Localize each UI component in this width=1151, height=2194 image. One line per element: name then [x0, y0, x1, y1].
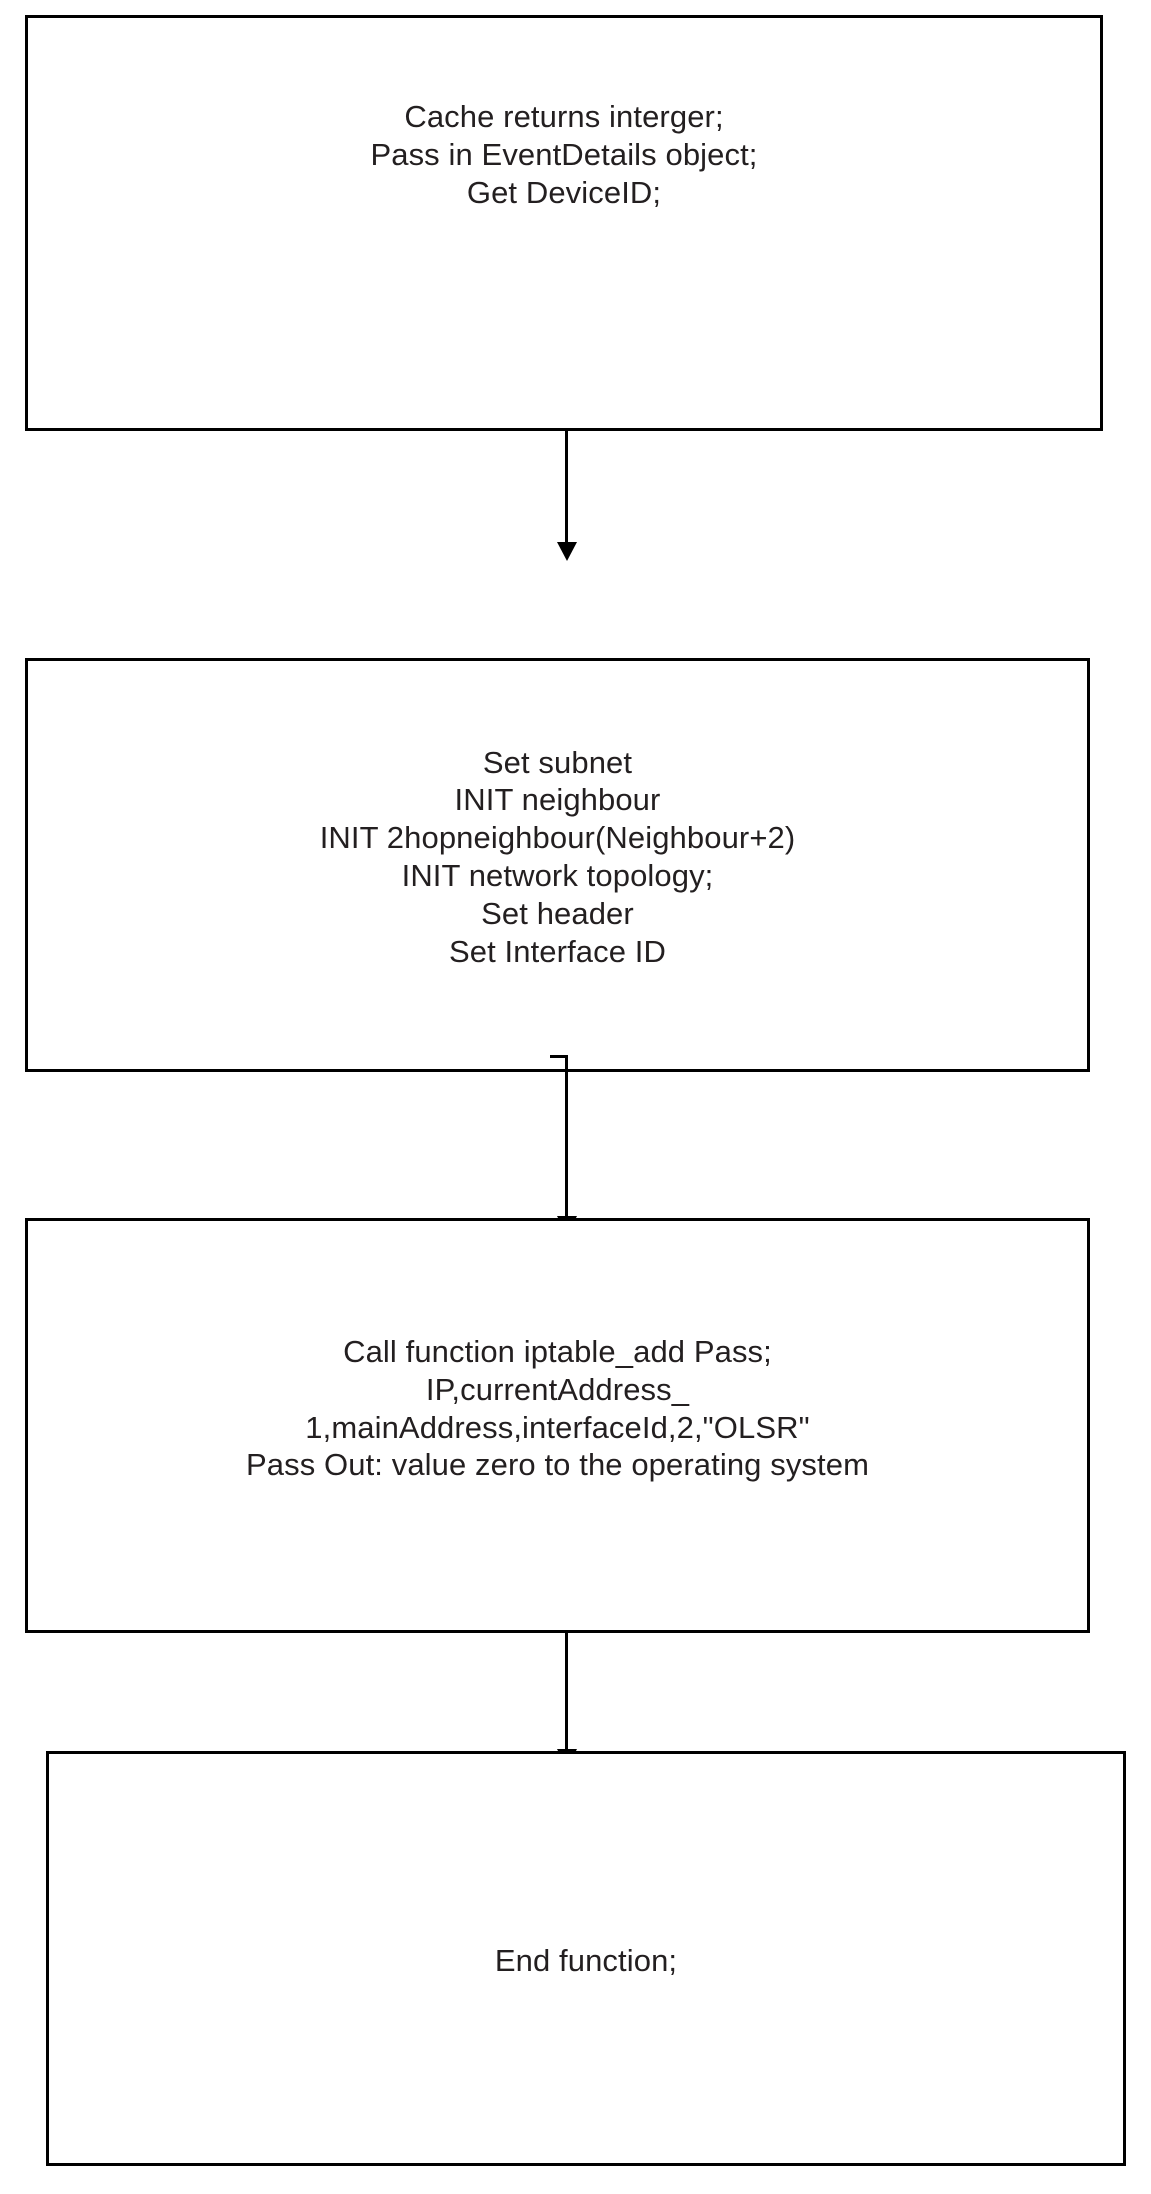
edge-stub-mark — [550, 1055, 566, 1058]
flowchart-node-call-label: Call function iptable_add Pass; IP,curre… — [246, 1333, 869, 1483]
flowchart-node-call[interactable]: Call function iptable_add Pass; IP,curre… — [25, 1218, 1090, 1633]
flowchart-node-init-label: Set subnet INIT neighbour INIT 2hopneigh… — [319, 744, 796, 969]
flowchart-node-start[interactable]: Cache returns interger; Pass in EventDet… — [25, 15, 1103, 431]
edge-line — [565, 1055, 568, 1218]
flowchart-node-start-label: Cache returns interger; Pass in EventDet… — [370, 99, 758, 210]
flowchart-node-init[interactable]: Set subnet INIT neighbour INIT 2hopneigh… — [25, 658, 1090, 1072]
edge-line — [565, 1632, 568, 1751]
flowchart-node-end-label: End function; — [494, 1942, 678, 1978]
flowchart-node-end[interactable]: End function; — [46, 1751, 1126, 2166]
arrowhead-down-icon — [557, 542, 577, 561]
edge-line — [565, 430, 568, 544]
